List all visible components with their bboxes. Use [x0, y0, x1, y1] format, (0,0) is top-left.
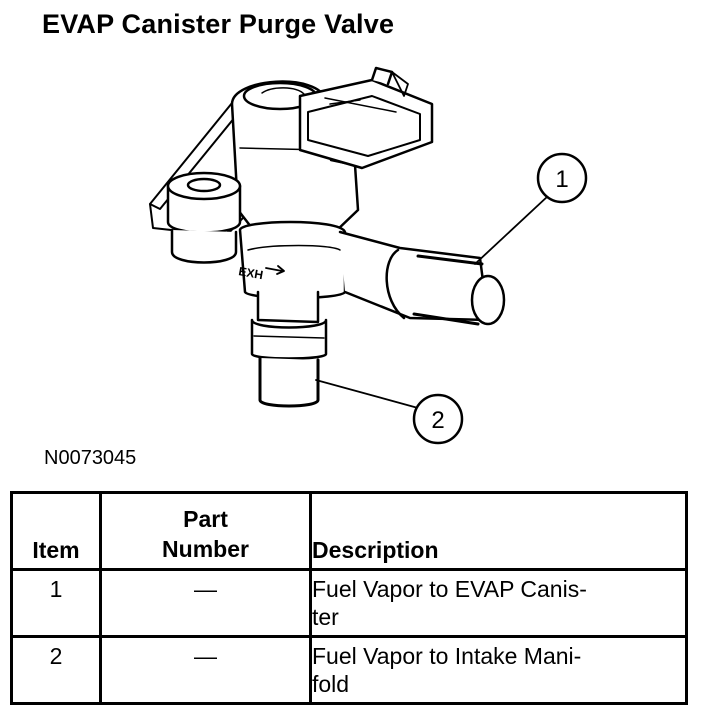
row-description: Fuel Vapor to EVAP Canis- ter	[309, 568, 688, 638]
flow-arrow-text: EXH	[237, 264, 264, 282]
row-item: 1	[10, 568, 102, 638]
table-row: 2 — Fuel Vapor to Intake Mani- fold	[10, 635, 688, 705]
outlet-nipple-2	[250, 290, 328, 408]
header-description: Description	[309, 491, 688, 571]
figure-id: N0073045	[44, 447, 137, 469]
row-description-line1: Fuel Vapor to Intake Mani-	[312, 643, 582, 669]
page-title: EVAP Canister Purge Valve	[42, 9, 395, 39]
row-description: Fuel Vapor to Intake Mani- fold	[309, 635, 688, 705]
row-description-line1: Fuel Vapor to EVAP Canis-	[312, 576, 587, 602]
table-header-row: Item Part Number Description	[10, 491, 688, 571]
row-description-line2: fold	[312, 671, 350, 697]
left-port	[166, 171, 242, 264]
callout-circle-1	[536, 152, 588, 204]
header-part-line2: Number	[162, 536, 249, 562]
header-part-line1: Part	[183, 506, 228, 532]
callout-label-1: 1	[555, 166, 568, 193]
electrical-connector	[298, 66, 434, 170]
callout-label-2: 2	[431, 407, 444, 434]
row-part-number: —	[99, 635, 312, 705]
leader-line-1	[474, 195, 549, 265]
outlet-tube-1	[338, 230, 506, 326]
parts-table: Item Part Number Description 1 — Fuel Va…	[10, 491, 688, 705]
row-item: 2	[10, 635, 102, 705]
leader-line-2	[315, 379, 419, 409]
row-part-number: —	[99, 568, 312, 638]
row-description-line2: ter	[312, 604, 339, 630]
purge-valve-illustration: EXH 1 2	[149, 66, 588, 445]
header-item: Item	[10, 491, 102, 571]
header-part-number: Part Number	[99, 491, 312, 571]
table-row: 1 — Fuel Vapor to EVAP Canis- ter	[10, 568, 688, 638]
valve-body	[238, 220, 347, 300]
callout-circle-2	[412, 393, 464, 445]
